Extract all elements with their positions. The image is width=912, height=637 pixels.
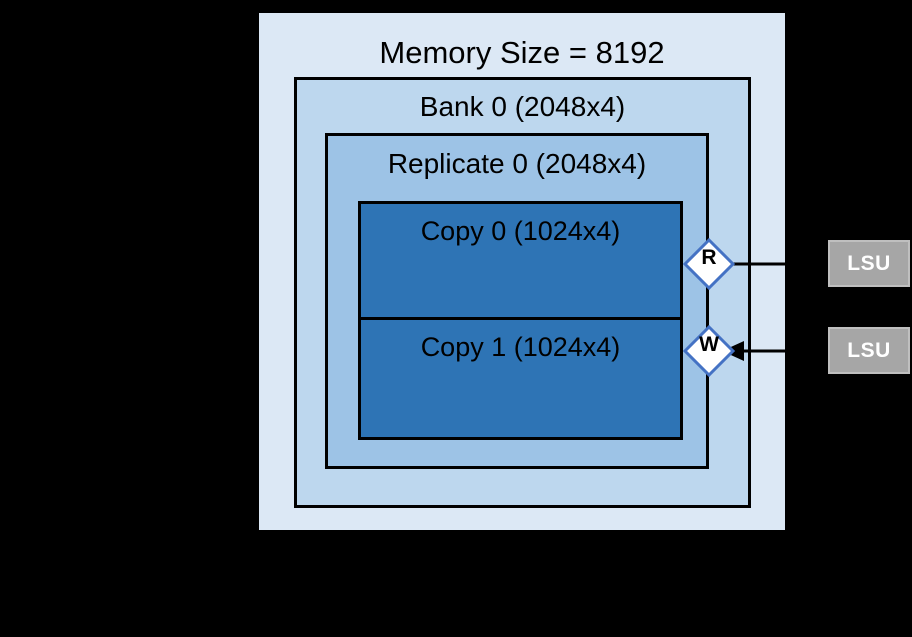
copy-1-container: Copy 1 (1024x4) [358, 317, 683, 440]
lsu-read-unit[interactable]: LSU [828, 240, 910, 287]
copy-1-label: Copy 1 (1024x4) [420, 332, 621, 362]
read-port-letter: R [701, 246, 717, 269]
write-port-letter: W [699, 333, 719, 356]
bank-label: Bank 0 (2048x4) [419, 91, 626, 122]
copy-0-label: Copy 0 (1024x4) [420, 216, 621, 246]
memory-label: Memory Size = 8192 [379, 35, 665, 70]
copy-0-container: Copy 0 (1024x4) [358, 201, 683, 320]
lsu-write-unit[interactable]: LSU [828, 327, 910, 374]
replicate-label: Replicate 0 (2048x4) [387, 148, 647, 179]
